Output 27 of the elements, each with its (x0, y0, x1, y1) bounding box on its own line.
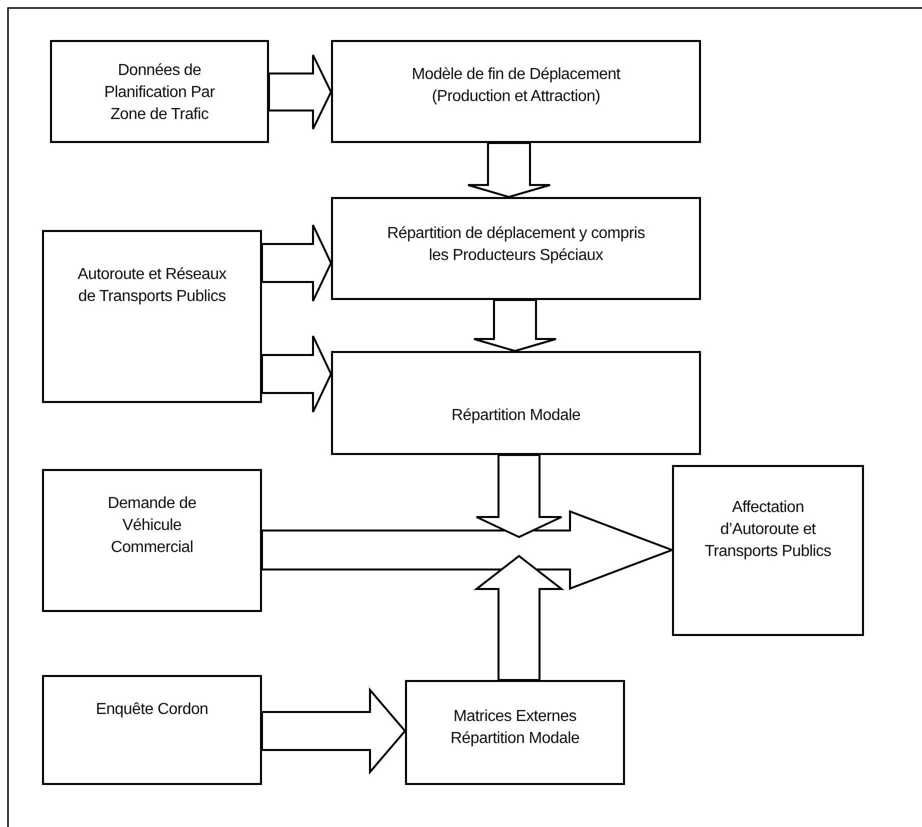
box-text: Autoroute et Réseaux de Transports Publics (77, 265, 227, 307)
box-text: Demande de Véhicule Commercial (106, 494, 198, 558)
box-text: Répartition Modale (450, 406, 582, 426)
block-arrow (467, 142, 551, 198)
block-arrow (261, 335, 332, 413)
process-box (331, 197, 701, 300)
block-arrow (474, 554, 564, 681)
process-box (50, 40, 269, 143)
box-text: Enquête Cordon (94, 700, 210, 720)
box-text: Matrices Externes Répartition Modale (450, 707, 580, 749)
process-box (42, 469, 262, 612)
box-text: Données de Planification Par Zone de Trafic (103, 61, 216, 125)
block-arrow (268, 54, 332, 130)
process-box (405, 680, 625, 785)
block-arrow (473, 299, 557, 352)
box-text: Modèle de fin de Déplacement (Production et Attraction) (410, 65, 622, 107)
process-box (331, 351, 701, 455)
process-box (672, 465, 864, 636)
block-arrow (261, 510, 675, 590)
block-arrow (261, 687, 406, 775)
process-box (331, 40, 701, 143)
box-text: Affectation d’Autoroute et Transports Publics (704, 498, 832, 562)
process-box (42, 230, 262, 403)
block-arrow (261, 224, 332, 302)
block-arrow (476, 454, 562, 538)
box-text: Répartition de déplacement y compris les Producteurs Spéciaux (386, 224, 646, 266)
process-box (42, 675, 262, 785)
